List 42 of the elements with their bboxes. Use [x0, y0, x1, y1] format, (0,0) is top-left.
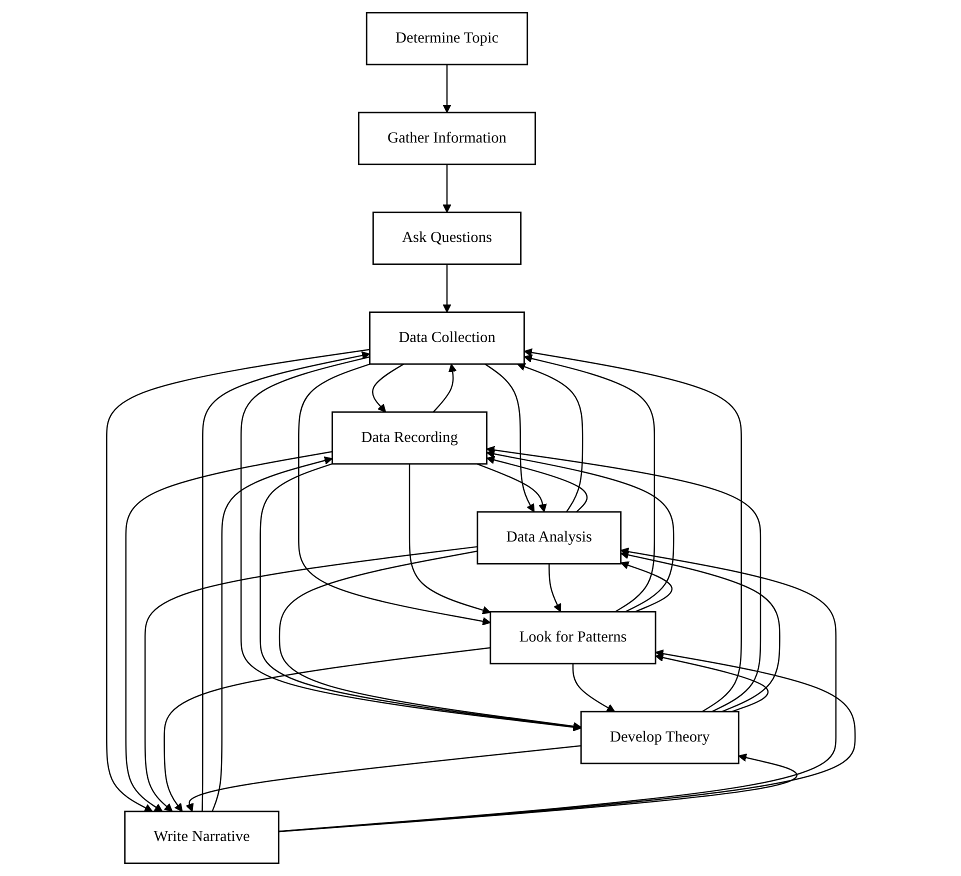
arrow	[516, 362, 583, 512]
arrow	[572, 664, 615, 712]
arrow	[620, 550, 780, 712]
arrow	[442, 64, 451, 113]
arrow	[185, 745, 581, 812]
arrow	[442, 164, 451, 213]
arrow	[476, 463, 546, 512]
arrow	[523, 348, 742, 712]
node-box: Data Recording	[331, 411, 488, 465]
node-box: Determine Topic	[366, 12, 528, 66]
arrow	[486, 450, 674, 612]
arrow	[211, 456, 332, 812]
arrow	[124, 450, 332, 812]
arrow	[484, 364, 534, 512]
node-box: Write Narrative	[124, 810, 279, 864]
arrow	[278, 547, 836, 832]
arrow	[240, 356, 582, 732]
arrow	[486, 456, 588, 512]
arrow	[106, 348, 370, 812]
arrow	[278, 649, 856, 832]
node-box: Develop Theory	[580, 710, 739, 764]
arrow	[432, 364, 456, 412]
arrow	[620, 561, 672, 612]
arrow	[163, 647, 490, 812]
arrow	[201, 351, 370, 812]
arrow	[278, 550, 582, 730]
arrow	[408, 464, 490, 614]
node-box: Gather Information	[358, 112, 536, 166]
arrow	[523, 354, 655, 612]
arrow	[144, 546, 478, 812]
arrow	[442, 264, 451, 313]
arrow	[654, 653, 768, 712]
arrow	[298, 363, 490, 626]
arrow	[259, 463, 582, 731]
arrow	[548, 564, 561, 612]
node-box: Ask Questions	[372, 212, 522, 265]
node-box: Look for Patterns	[489, 611, 656, 664]
node-box: Data Analysis	[476, 511, 622, 564]
arrow	[486, 446, 761, 712]
arrow	[372, 364, 404, 412]
node-box: Data Collection	[368, 312, 525, 365]
arrow	[278, 754, 796, 832]
